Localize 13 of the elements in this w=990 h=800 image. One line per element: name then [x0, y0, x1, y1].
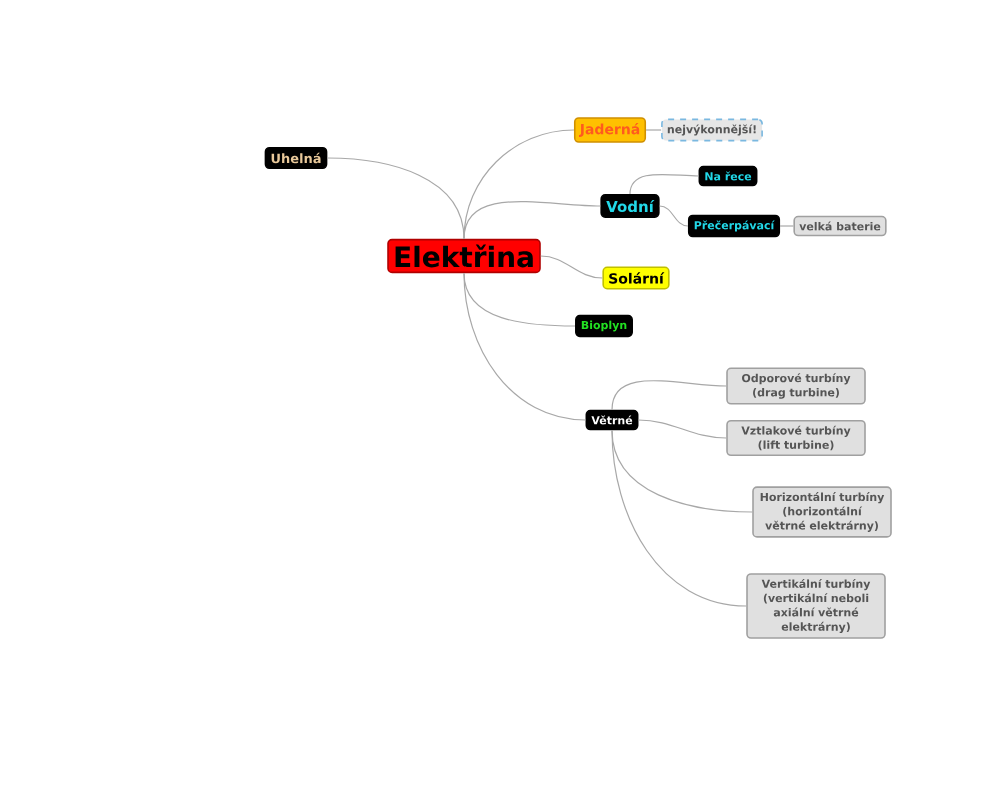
connector: [540, 255, 603, 279]
connector: [463, 201, 601, 240]
connector: [611, 380, 727, 411]
connector: [463, 272, 587, 421]
connector: [629, 173, 700, 195]
topic-box: Elektřina: [387, 238, 541, 274]
connector: [637, 419, 727, 439]
connector: [611, 429, 747, 607]
connector: [645, 129, 662, 131]
connector: [779, 225, 794, 227]
connector: [463, 129, 575, 240]
connector: [326, 157, 465, 240]
connector: [659, 205, 689, 227]
